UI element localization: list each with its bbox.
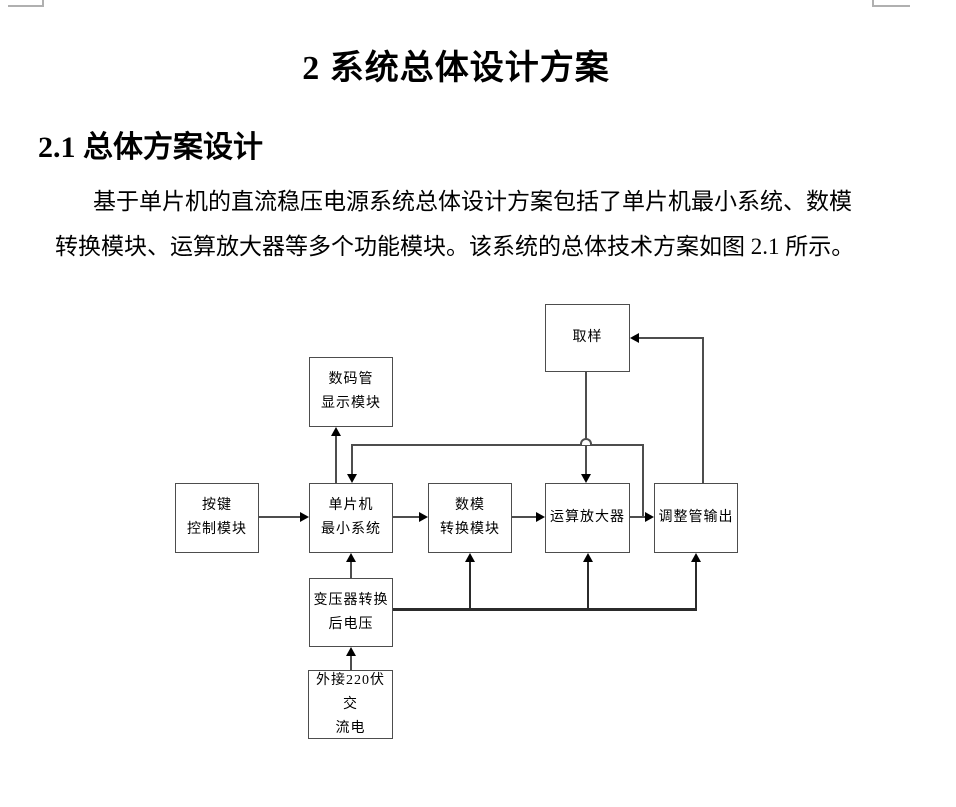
margin-crop-mark-top-right-v: [872, 0, 874, 7]
connector-regulator-to-sampling-vertical: [702, 338, 704, 483]
diagram-box-opamp: 运算放大器: [545, 483, 630, 553]
arrowhead-regulator-to-sampling: [630, 333, 639, 343]
arrowhead-power-to-opamp: [583, 553, 593, 562]
section-heading: 2.1 总体方案设计: [38, 131, 263, 164]
diagram-box-segment-display: 数码管 显示模块: [309, 357, 393, 427]
arrowhead-power-to-dac: [465, 553, 475, 562]
arrowhead-mcu-to-display: [331, 427, 341, 436]
connector-opamp-to-regulator: [630, 516, 645, 518]
power-line-horizontal: [393, 608, 697, 611]
diagram-box-keypad: 按键 控制模块: [175, 483, 259, 553]
connector-mcu-to-dac: [393, 516, 419, 518]
connector-mains-to-transformer: [350, 654, 352, 670]
arrowhead-sampling-to-opamp: [581, 474, 591, 483]
connector-feedback-horizontal: [351, 444, 644, 446]
arrowhead-opamp-to-regulator: [645, 512, 654, 522]
diagram-box-dac: 数模 转换模块: [428, 483, 512, 553]
arrowhead-mains-to-transformer: [346, 647, 356, 656]
paragraph-line-2: 转换模块、运算放大器等多个功能模块。该系统的总体技术方案如图 2.1 所示。: [55, 234, 855, 259]
power-branch-to-opamp: [587, 558, 589, 608]
line-crossing-hop: [580, 438, 592, 445]
paragraph-line-1: 基于单片机的直流稳压电源系统总体设计方案包括了单片机最小系统、数模: [93, 189, 852, 214]
connector-regulator-to-sampling-horizontal: [639, 337, 704, 339]
power-branch-to-regulator: [695, 558, 697, 608]
margin-crop-mark-top-left-v: [42, 0, 44, 7]
arrowhead-dac-to-opamp: [536, 512, 545, 522]
arrowhead-feedback-to-mcu: [347, 474, 357, 483]
connector-feedback-vertical-right: [642, 446, 644, 517]
connector-mcu-to-display: [335, 434, 337, 483]
diagram-box-transformer: 变压器转换 后电压: [309, 578, 393, 647]
arrowhead-transformer-to-mcu: [346, 553, 356, 562]
diagram-box-mains: 外接220伏交 流电: [308, 670, 393, 739]
arrowhead-power-to-regulator: [691, 553, 701, 562]
connector-transformer-to-mcu: [350, 560, 352, 578]
diagram-box-mcu: 单片机 最小系统: [309, 483, 393, 553]
arrowhead-mcu-to-dac: [419, 512, 428, 522]
chapter-title: 2 系统总体设计方案: [302, 50, 610, 87]
connector-dac-to-opamp: [512, 516, 536, 518]
power-branch-to-dac: [469, 558, 471, 608]
connector-sampling-to-opamp: [585, 372, 587, 474]
connector-feedback-vertical-left: [351, 446, 353, 474]
system-block-diagram: 取样 数码管 显示模块 按键 控制模块 单片机 最小系统 数模 转换模块 运算放…: [0, 290, 956, 750]
margin-crop-mark-top-right-h: [874, 5, 910, 7]
arrowhead-keypad-to-mcu: [300, 512, 309, 522]
connector-keypad-to-mcu: [259, 516, 300, 518]
diagram-box-regulator: 调整管输出: [654, 483, 738, 553]
margin-crop-mark-top-left-h: [8, 5, 44, 7]
diagram-box-sampling: 取样: [545, 304, 630, 372]
